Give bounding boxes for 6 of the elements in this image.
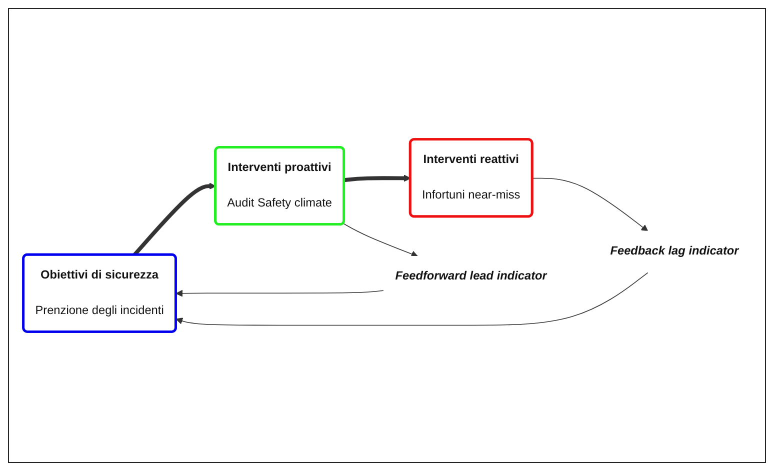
arrow — [342, 223, 418, 258]
arrow — [132, 182, 216, 256]
arrow — [532, 178, 648, 232]
arrow — [176, 272, 648, 326]
arrow — [344, 174, 411, 182]
arrow — [176, 290, 384, 297]
